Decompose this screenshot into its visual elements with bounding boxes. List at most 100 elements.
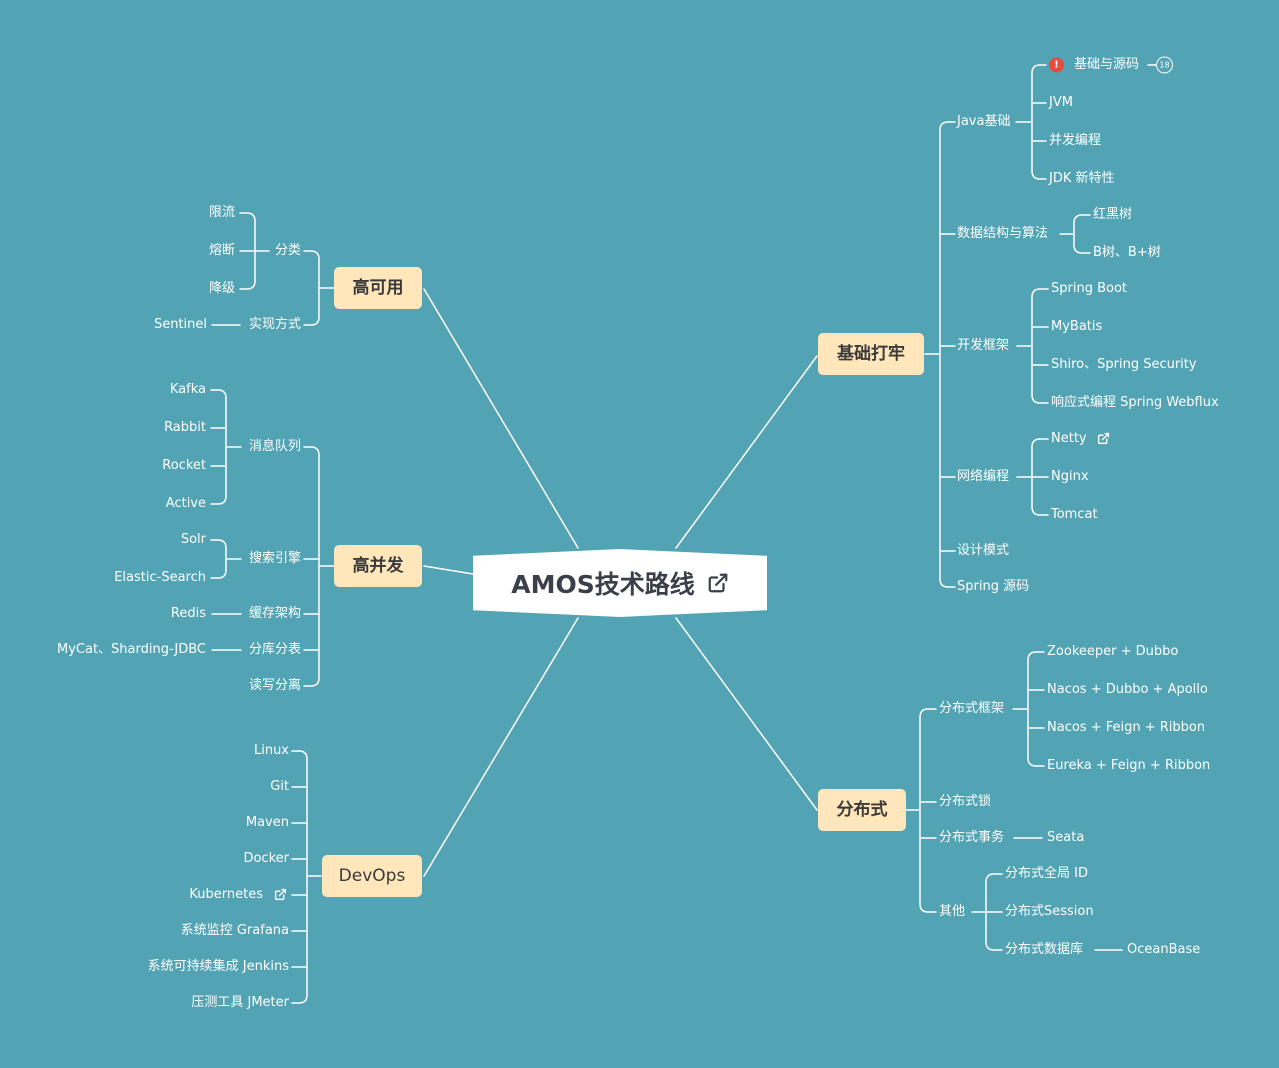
topic-mycat-sharding-jdbc[interactable]: MyCat、Sharding-JDBC — [56, 642, 206, 657]
connector — [675, 617, 818, 811]
connector — [939, 121, 956, 355]
topic-message-queue[interactable]: 消息队列 — [248, 439, 301, 454]
connector — [423, 565, 474, 575]
connector — [1027, 651, 1045, 710]
topic-rabbit[interactable]: Rabbit — [164, 420, 206, 435]
topic-distributed-session[interactable]: 分布式Session — [1005, 904, 1094, 919]
subtopic-count-badge[interactable]: 18 — [1156, 56, 1173, 74]
topic-distributed-lock[interactable]: 分布式锁 — [939, 794, 992, 809]
topic-jvm[interactable]: JVM — [1049, 95, 1073, 110]
external-link-icon[interactable] — [274, 888, 287, 901]
topic-rocket[interactable]: Rocket — [162, 458, 206, 473]
connector — [1031, 438, 1049, 478]
topic-read-write-split[interactable]: 读写分离 — [248, 678, 301, 693]
topic-circuit-breaking[interactable]: 熔断 — [208, 243, 235, 258]
topic-data-structures[interactable]: 数据结构与算法 — [957, 226, 1049, 241]
topic-nginx[interactable]: Nginx — [1051, 469, 1089, 484]
connector — [985, 911, 1003, 951]
connector — [1073, 233, 1091, 254]
topic-implementation[interactable]: 实现方式 — [248, 317, 301, 332]
central-title: AMOS技术路线 — [511, 570, 695, 599]
topic-zookeeper-dubbo[interactable]: Zookeeper + Dubbo — [1047, 644, 1179, 659]
topic-webflux[interactable]: 响应式编程 Spring Webflux — [1051, 395, 1219, 410]
topic-docker[interactable]: Docker — [243, 851, 289, 866]
topic-mybatis[interactable]: MyBatis — [1051, 319, 1103, 334]
topic-jmeter[interactable]: 压测工具 JMeter — [191, 995, 289, 1010]
branch-devops[interactable]: DevOps — [322, 855, 422, 897]
connector — [985, 873, 1003, 913]
topic-sharding[interactable]: 分库分表 — [248, 642, 301, 657]
topic-java-source[interactable]: 基础与源码 — [1074, 57, 1140, 72]
topic-jdk-features[interactable]: JDK 新特性 — [1049, 171, 1115, 186]
topic-kubernetes[interactable]: Kubernetes — [189, 887, 263, 902]
connector — [303, 446, 320, 567]
topic-design-patterns[interactable]: 设计模式 — [957, 543, 1010, 558]
branch-high-concurrency[interactable]: 高并发 — [334, 545, 422, 587]
topic-nacos-feign-ribbon[interactable]: Nacos + Feign + Ribbon — [1047, 720, 1206, 735]
connector — [1031, 288, 1049, 347]
topic-seata[interactable]: Seata — [1047, 830, 1085, 845]
external-link-icon[interactable] — [1097, 432, 1110, 445]
connector — [210, 389, 227, 448]
topic-category[interactable]: 分类 — [274, 243, 301, 258]
topic-kafka[interactable]: Kafka — [169, 382, 206, 397]
topic-elastic-search[interactable]: Elastic-Search — [114, 570, 206, 585]
connector — [675, 355, 818, 549]
connector — [919, 809, 937, 913]
connector — [210, 446, 227, 505]
topic-spring-source[interactable]: Spring 源码 — [957, 579, 1030, 594]
topic-eureka-feign-ribbon[interactable]: Eureka + Feign + Ribbon — [1047, 758, 1211, 773]
branch-basics[interactable]: 基础打牢 — [818, 333, 924, 375]
topic-jenkins[interactable]: 系统可持续集成 Jenkins — [147, 959, 289, 974]
topic-b-tree[interactable]: B树、B+树 — [1093, 245, 1161, 260]
connector — [1027, 708, 1045, 767]
topic-oceanbase[interactable]: OceanBase — [1127, 942, 1201, 957]
central-topic[interactable]: AMOS技术路线 — [473, 549, 767, 617]
connector — [239, 250, 256, 290]
topic-nacos-dubbo-apollo[interactable]: Nacos + Dubbo + Apollo — [1047, 682, 1208, 697]
external-link-icon[interactable] — [707, 572, 729, 594]
connector — [303, 250, 320, 289]
topic-netty[interactable]: Netty — [1051, 431, 1087, 446]
topic-distributed-framework[interactable]: 分布式框架 — [939, 701, 1005, 716]
topic-redis[interactable]: Redis — [170, 606, 206, 621]
connector — [1031, 64, 1047, 123]
connector — [1031, 476, 1049, 516]
topic-linux[interactable]: Linux — [253, 743, 289, 758]
connector — [291, 875, 308, 1004]
topic-rate-limiting[interactable]: 限流 — [208, 205, 235, 220]
connector — [423, 288, 579, 549]
connector — [210, 539, 227, 560]
branch-distributed[interactable]: 分布式 — [818, 789, 906, 831]
topic-shiro-security[interactable]: Shiro、Spring Security — [1051, 357, 1197, 372]
topic-search-engine[interactable]: 搜索引擎 — [248, 551, 301, 566]
topic-other[interactable]: 其他 — [939, 904, 966, 919]
warning-icon: ! — [1049, 57, 1064, 73]
topic-sentinel[interactable]: Sentinel — [153, 317, 207, 332]
topic-solr[interactable]: Solr — [180, 532, 206, 547]
topic-git[interactable]: Git — [270, 779, 289, 794]
topic-tomcat[interactable]: Tomcat — [1051, 507, 1098, 522]
topic-network-programming[interactable]: 网络编程 — [957, 469, 1010, 484]
topic-active[interactable]: Active — [165, 496, 206, 511]
topic-dev-framework[interactable]: 开发框架 — [957, 338, 1010, 353]
topic-degradation[interactable]: 降级 — [208, 281, 235, 296]
connector — [1073, 214, 1091, 235]
topic-cache-architecture[interactable]: 缓存架构 — [248, 606, 301, 621]
topic-distributed-transaction[interactable]: 分布式事务 — [939, 830, 1005, 845]
connector — [1031, 345, 1049, 404]
topic-maven[interactable]: Maven — [245, 815, 289, 830]
connector — [291, 750, 308, 877]
topic-concurrency[interactable]: 并发编程 — [1049, 133, 1102, 148]
branch-high-availability[interactable]: 高可用 — [334, 267, 422, 309]
connector — [303, 565, 320, 687]
topic-java-basics[interactable]: Java基础 — [957, 114, 1011, 129]
connector — [423, 617, 579, 877]
topic-spring-boot[interactable]: Spring Boot — [1051, 281, 1128, 296]
topic-grafana[interactable]: 系统监控 Grafana — [180, 923, 289, 938]
topic-global-id[interactable]: 分布式全局 ID — [1005, 866, 1088, 881]
topic-distributed-database[interactable]: 分布式数据库 — [1005, 942, 1084, 957]
topic-red-black-tree[interactable]: 红黑树 — [1093, 207, 1133, 222]
